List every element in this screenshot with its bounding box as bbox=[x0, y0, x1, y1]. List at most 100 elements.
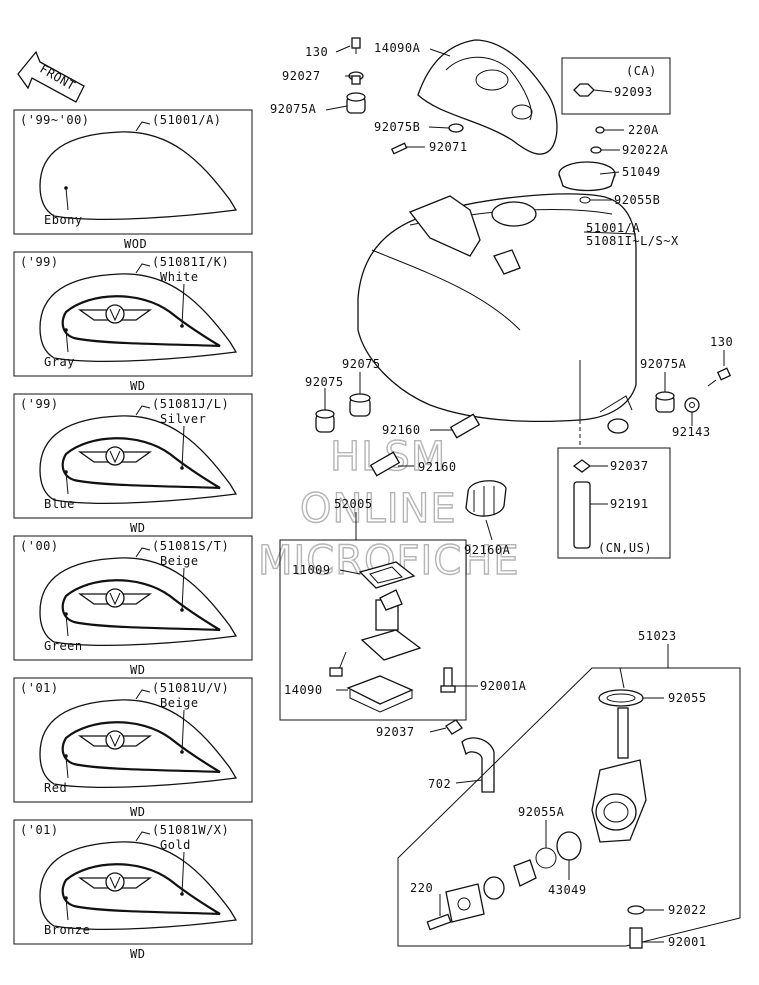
tank-cap-icon bbox=[135, 689, 151, 700]
v-letter-icon bbox=[109, 876, 121, 890]
label-51001A: 51001/A bbox=[586, 221, 640, 235]
label-220A: 220A bbox=[628, 123, 659, 137]
washer-92143 bbox=[684, 397, 700, 413]
variant-box bbox=[13, 677, 253, 803]
bolt-130-right bbox=[707, 367, 732, 387]
label-92075A-right: 92075A bbox=[640, 357, 687, 371]
color-leader bbox=[65, 329, 69, 353]
variant-box bbox=[13, 251, 253, 377]
variant-stripe-color: Gold bbox=[160, 838, 191, 852]
tank-cap-icon bbox=[135, 831, 151, 842]
clip-92037-lower bbox=[445, 719, 463, 735]
variant-box bbox=[13, 109, 253, 235]
label-ca: (CA) bbox=[626, 64, 657, 78]
label-702: 702 bbox=[428, 777, 451, 791]
clamp-92160-upper bbox=[449, 413, 481, 439]
tank-silhouette-icon bbox=[39, 131, 238, 221]
label-92075B: 92075B bbox=[374, 120, 420, 134]
damper-92075A-top bbox=[346, 92, 366, 114]
variant-years: ('99) bbox=[20, 397, 59, 411]
label-92160A: 92160A bbox=[464, 543, 511, 557]
damper-92075-right bbox=[349, 393, 371, 417]
label-92055: 92055 bbox=[668, 691, 707, 705]
tank-stripe bbox=[61, 863, 221, 916]
label-92093: 92093 bbox=[614, 85, 653, 99]
variant-part-code: (51081W/X) bbox=[152, 823, 229, 837]
label-51081-range: 51081I~L/S~X bbox=[586, 234, 679, 248]
variant-base-color: Bronze bbox=[44, 923, 90, 937]
variant-model-code: WOD bbox=[124, 237, 147, 251]
damper-92075A-right bbox=[655, 391, 675, 413]
variant-stripe-color: Silver bbox=[160, 412, 206, 426]
color-leader bbox=[65, 897, 69, 921]
variant-years: ('00) bbox=[20, 539, 59, 553]
v-letter-icon bbox=[109, 450, 121, 464]
label-92075A-top: 92075A bbox=[270, 102, 317, 116]
clamp-92160-lower bbox=[369, 451, 401, 477]
color-leader bbox=[65, 471, 69, 495]
part-labels: 130 14090A 92027 92075A 92075B 92071 (CA… bbox=[270, 41, 733, 949]
collar-92027 bbox=[348, 71, 364, 85]
label-52005: 52005 bbox=[334, 497, 373, 511]
clamp-92160A bbox=[465, 480, 507, 517]
label-92143: 92143 bbox=[672, 425, 711, 439]
dash-cover-14090A bbox=[417, 39, 558, 155]
variant-base-color: Gray bbox=[44, 355, 75, 369]
label-92075-left: 92075 bbox=[305, 375, 344, 389]
tank-cap-icon bbox=[135, 121, 151, 132]
tank-stripe bbox=[61, 721, 221, 774]
label-14090A: 14090A bbox=[374, 41, 421, 55]
variant-stripe-color: White bbox=[160, 270, 199, 284]
variant-model-code: WD bbox=[130, 663, 145, 677]
fuel-level-sensor-52005-box bbox=[279, 539, 467, 721]
clip-92071 bbox=[390, 142, 408, 155]
variant-years: ('99~'00) bbox=[20, 113, 90, 127]
color-leader bbox=[65, 755, 69, 779]
label-11009: 11009 bbox=[292, 563, 331, 577]
gauge-51049 bbox=[558, 161, 616, 192]
hose-702 bbox=[461, 737, 495, 793]
label-14090: 14090 bbox=[284, 683, 323, 697]
leader-lines bbox=[324, 45, 725, 943]
label-92055A: 92055A bbox=[518, 805, 565, 819]
variant-base-color: Red bbox=[44, 781, 67, 795]
label-92191: 92191 bbox=[610, 497, 649, 511]
label-92022A: 92022A bbox=[622, 143, 669, 157]
label-92037-right: 92037 bbox=[610, 459, 649, 473]
tank-cap-icon bbox=[135, 547, 151, 558]
label-92075-right: 92075 bbox=[342, 357, 381, 371]
washer-92022A bbox=[590, 146, 620, 154]
variant-part-code: (51001/A) bbox=[152, 113, 222, 127]
variant-box bbox=[13, 535, 253, 661]
label-92037-lower: 92037 bbox=[376, 725, 415, 739]
damper-92075-left bbox=[315, 409, 335, 433]
label-220: 220 bbox=[410, 881, 433, 895]
v-letter-icon bbox=[109, 734, 121, 748]
v-letter-icon bbox=[109, 592, 121, 606]
stripe-leader bbox=[181, 567, 185, 611]
variant-box bbox=[13, 393, 253, 519]
variant-base-color: Blue bbox=[44, 497, 75, 511]
variant-model-code: WD bbox=[130, 379, 145, 393]
tank-cap-icon bbox=[135, 263, 151, 274]
tank-stripe bbox=[61, 579, 221, 632]
label-130-top: 130 bbox=[305, 45, 328, 59]
grommet-92075B bbox=[448, 123, 464, 133]
variant-years: ('99) bbox=[20, 255, 59, 269]
cn-us-parts-box bbox=[557, 420, 671, 559]
watermark-line-2: ONLINE bbox=[300, 486, 457, 532]
ca-parts-box bbox=[561, 57, 671, 115]
color-leader bbox=[65, 187, 69, 211]
label-92160-lower: 92160 bbox=[418, 460, 457, 474]
front-arrow-icon: FRONT bbox=[17, 50, 85, 103]
variant-model-code: WD bbox=[130, 947, 145, 961]
label-51023: 51023 bbox=[638, 629, 677, 643]
label-92022: 92022 bbox=[668, 903, 707, 917]
label-92055B: 92055B bbox=[614, 193, 660, 207]
